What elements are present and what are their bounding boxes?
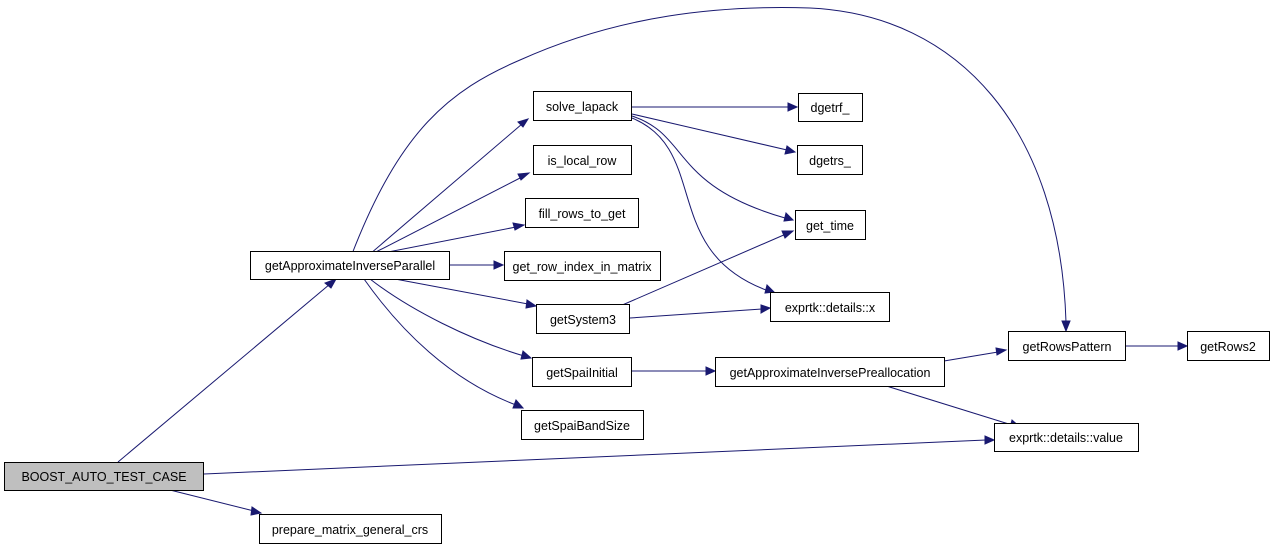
svg-text:getApproximateInverseParallel: getApproximateInverseParallel xyxy=(265,259,435,273)
svg-text:getRows2: getRows2 xyxy=(1200,340,1256,354)
edge-parallel-to-get-spai-initial xyxy=(369,278,533,360)
svg-text:fill_rows_to_get: fill_rows_to_get xyxy=(539,207,626,221)
svg-text:getApproximateInversePrealloca: getApproximateInversePreallocation xyxy=(730,366,931,380)
node-dgetrs[interactable]: dgetrs_ xyxy=(797,145,863,175)
edge-parallel-to-get-spai-band-size xyxy=(363,278,525,409)
node-get-approximate-inverse-parallel[interactable]: getApproximateInverseParallel xyxy=(250,251,450,280)
edge-parallel-to-solve-lapack xyxy=(369,118,530,255)
edge-parallel-to-is-local-row xyxy=(371,172,531,255)
edge-preallocation-to-exprtk-value xyxy=(879,383,1022,429)
svg-text:exprtk::details::value: exprtk::details::value xyxy=(1009,431,1123,445)
edge-parallel-to-fill-rows-to-get xyxy=(377,222,526,255)
node-get-rows2[interactable]: getRows2 xyxy=(1187,331,1270,361)
node-dgetrf[interactable]: dgetrf_ xyxy=(798,93,863,122)
edge-solve-lapack-to-dgetrf xyxy=(632,102,799,112)
svg-text:exprtk::details::x: exprtk::details::x xyxy=(785,301,876,315)
node-exprtk-details-x[interactable]: exprtk::details::x xyxy=(770,292,890,322)
node-exprtk-details-value[interactable]: exprtk::details::value xyxy=(994,423,1139,452)
svg-text:get_row_index_in_matrix: get_row_index_in_matrix xyxy=(513,260,653,274)
node-fill-rows-to-get[interactable]: fill_rows_to_get xyxy=(525,198,639,228)
node-is-local-row[interactable]: is_local_row xyxy=(533,145,632,175)
svg-text:getSpaiBandSize: getSpaiBandSize xyxy=(534,419,630,433)
svg-text:dgetrf_: dgetrf_ xyxy=(811,101,851,115)
svg-text:BOOST_AUTO_TEST_CASE: BOOST_AUTO_TEST_CASE xyxy=(21,470,186,484)
node-get-time[interactable]: get_time xyxy=(795,210,866,240)
edge-solve-lapack-to-exprtk-x xyxy=(631,117,776,294)
edge-solve-lapack-to-get-time xyxy=(631,115,795,222)
edge-parallel-to-get-rows-pattern xyxy=(351,7,1071,333)
edge-solve-lapack-to-dgetrs xyxy=(631,113,797,155)
edge-get-system3-to-get-time xyxy=(619,230,795,307)
edges xyxy=(117,7,1189,516)
svg-text:get_time: get_time xyxy=(806,219,854,233)
edge-boost-to-prepare-matrix-general-crs xyxy=(169,489,263,516)
edge-get-system3-to-exprtk-x xyxy=(629,304,772,319)
edge-boost-to-exprtk-details-value xyxy=(203,435,996,475)
node-prepare-matrix-general-crs[interactable]: prepare_matrix_general_crs xyxy=(259,514,442,544)
svg-text:getSystem3: getSystem3 xyxy=(550,313,616,327)
svg-text:getRowsPattern: getRowsPattern xyxy=(1023,340,1112,354)
node-boost-auto-test-case[interactable]: BOOST_AUTO_TEST_CASE xyxy=(4,462,204,491)
node-get-system3[interactable]: getSystem3 xyxy=(536,304,630,334)
node-get-approximate-inverse-preallocation[interactable]: getApproximateInversePreallocation xyxy=(715,357,945,387)
edge-parallel-to-get-row-index-in-matrix xyxy=(450,260,505,270)
nodes: BOOST_AUTO_TEST_CASE getApproximateInver… xyxy=(4,91,1270,544)
edge-parallel-to-get-system3 xyxy=(394,278,538,309)
node-solve-lapack[interactable]: solve_lapack xyxy=(533,91,632,121)
node-get-spai-initial[interactable]: getSpaiInitial xyxy=(532,357,632,387)
node-get-rows-pattern[interactable]: getRowsPattern xyxy=(1008,331,1126,361)
svg-text:is_local_row: is_local_row xyxy=(548,154,618,168)
node-get-spai-band-size[interactable]: getSpaiBandSize xyxy=(521,410,644,440)
node-get-row-index-in-matrix[interactable]: get_row_index_in_matrix xyxy=(504,251,661,281)
edge-get-rows-pattern-to-get-rows2 xyxy=(1125,341,1189,351)
svg-text:prepare_matrix_general_crs: prepare_matrix_general_crs xyxy=(272,523,428,537)
svg-text:dgetrs_: dgetrs_ xyxy=(809,154,852,168)
svg-text:getSpaiInitial: getSpaiInitial xyxy=(546,366,618,380)
edge-preallocation-to-get-rows-pattern xyxy=(943,347,1008,362)
edge-boost-to-get-approximate-inverse-parallel xyxy=(117,278,338,463)
edge-get-spai-initial-to-preallocation xyxy=(632,366,717,376)
svg-text:solve_lapack: solve_lapack xyxy=(546,100,619,114)
